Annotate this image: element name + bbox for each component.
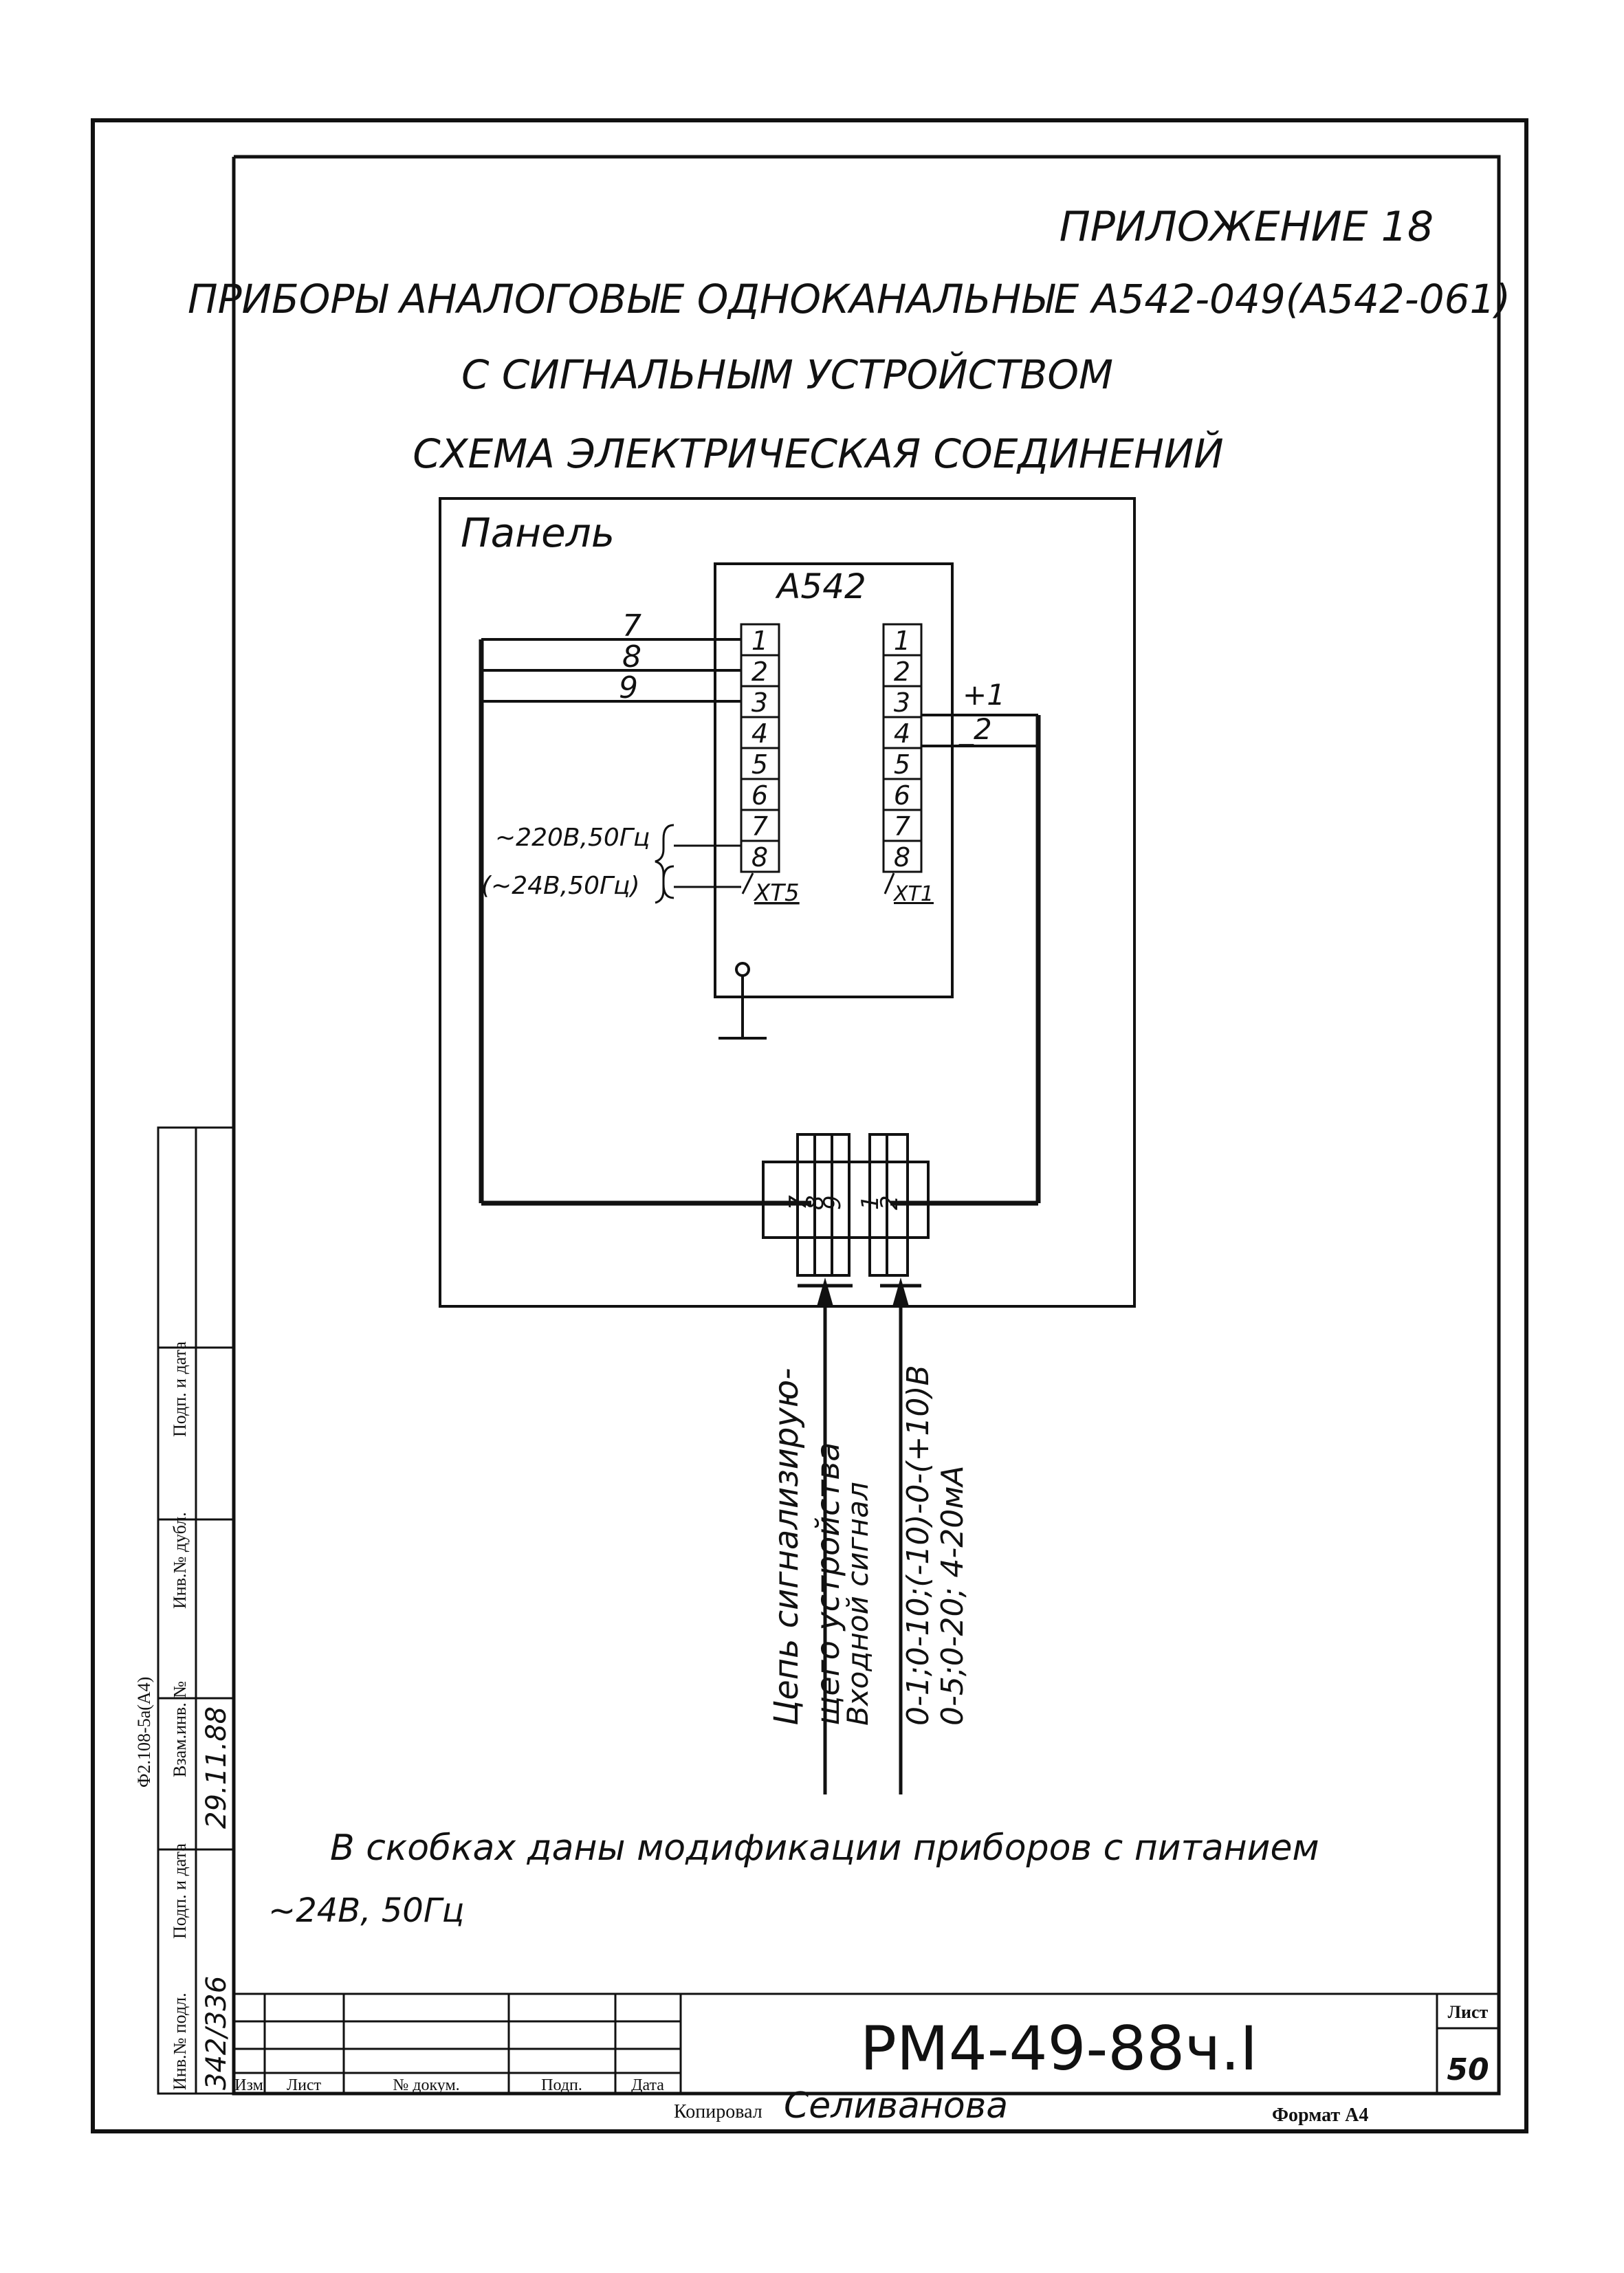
xt5-terminal-cell [740,839,780,873]
note-line1: В скобках даны модификации приборов с пи… [330,1827,1319,1869]
tb-col-podp: Подп. [541,2076,582,2094]
input-signal-line2: 0-1;0-10;(-10)-0-(+10)В [901,1365,936,1726]
title-line2: С СИГНАЛЬНЫМ УСТРОЙСТВОМ [461,351,1113,398]
device-label: А542 [775,567,866,606]
xt1-label: XT1 [892,882,934,906]
xt1-terminal-number: 5 [894,749,910,780]
sheet-label: Лист [1448,2002,1489,2022]
wire-label-8: 8 [622,639,641,674]
xt5-terminal-number: 1 [751,626,768,656]
connector-pin-label: 9 [819,1195,846,1210]
connector-pin-label: 1 [857,1195,884,1210]
connector-pin-label: 8 [802,1195,829,1210]
copied-label: Копировал [674,2101,762,2122]
wire-label-plus1: +1 [963,678,1005,712]
power-label-24: (~24В,50Гц) [481,872,640,900]
stamp-podp-data-2: Подп. и дата [170,1341,190,1437]
stamp-form: Ф2.108-5а(А4) [134,1677,154,1788]
power-label-220: ~220В,50Гц [495,824,650,852]
tb-col-doc: № докум. [393,2076,459,2094]
xt1-terminal-number: 2 [894,657,910,687]
xt1-terminal-number: 7 [894,811,910,842]
input-signal-line3: 0-5;0-20; 4-20мА [935,1465,970,1726]
tb-col-data: Дата [631,2076,664,2094]
outer-border [91,118,1528,2133]
stamp-podp-data: Подп. и дата [170,1843,190,1939]
power-output-wires [890,714,1041,1206]
signal-circuit-line1: Цепь сигнализирую- [767,1368,806,1726]
format-label: Формат А4 [1272,2105,1368,2126]
xt1-terminal-number: 4 [894,718,910,749]
note-line2: ~24В, 50Гц [268,1891,464,1930]
xt5-terminal-number: 6 [751,780,768,811]
title-block [234,1992,1499,2094]
title-line3: СХЕМА ЭЛЕКТРИЧЕСКАЯ СОЕДИНЕНИЙ [413,430,1223,477]
xt5-terminal-number: 3 [751,688,768,718]
connector-pin-label: 7 [784,1195,812,1210]
panel-label: Панель [461,509,615,556]
tb-col-list: Лист [287,2076,322,2094]
panel-box [439,497,1136,1308]
tb-col-izm: Изм [234,2076,263,2094]
stamp-signature-date: 29.11.88 [201,1706,232,1829]
xt1-terminal-number: 3 [894,688,910,718]
xt5-terminal-number: 8 [751,842,768,872]
stamp-inv-podl: Инв.№ подл. [170,1992,190,2090]
wire-label-9: 9 [619,670,638,705]
stamp-vzam-inv: Взам.инв. № [170,1681,190,1777]
xt5-terminal-number: 7 [751,811,768,842]
arrow-icon [892,1277,909,1306]
xt1-terminal-cell [882,839,923,873]
wire-label-7: 7 [622,608,641,644]
side-stamp [157,1126,235,2095]
xt1-terminal-number: 1 [894,626,910,656]
terminal-connector [762,1133,930,1277]
signal-circuit-line2: щего устройства [809,1442,846,1726]
wire-label-minus2: _2 [958,712,992,746]
xt5-terminal-number: 2 [751,657,768,687]
xt5-label: XT5 [753,879,800,907]
stamp-inv-dubl: Инв.№ дубл. [170,1512,190,1609]
stamp-inv-podl-value: 342/336 [201,1976,232,2090]
connector-pin-label: 2 [876,1195,903,1210]
ground-icon [718,962,767,1040]
xt1-terminal-number: 6 [894,780,910,811]
appendix-title: ПРИЛОЖЕНИЕ 18 [1060,203,1434,251]
input-signal-line1: Входной сигнал [841,1482,875,1726]
title-line1: ПРИБОРЫ АНАЛОГОВЫЕ ОДНОКАНАЛЬНЫЕ А542-04… [188,276,1511,322]
signal-wires [479,638,811,1206]
power-brace [655,824,741,904]
copied-by: Селиванова [784,2085,1008,2127]
device-box [714,562,954,998]
arrow-icon [817,1277,833,1306]
sheet-number: 50 [1447,2052,1489,2087]
xt5-terminal-number: 5 [751,749,768,780]
xt1-terminal-number: 8 [894,842,910,872]
document-designation: РМ4-49-88ч.I [860,2013,1258,2084]
xt5-terminal-number: 4 [751,718,768,749]
